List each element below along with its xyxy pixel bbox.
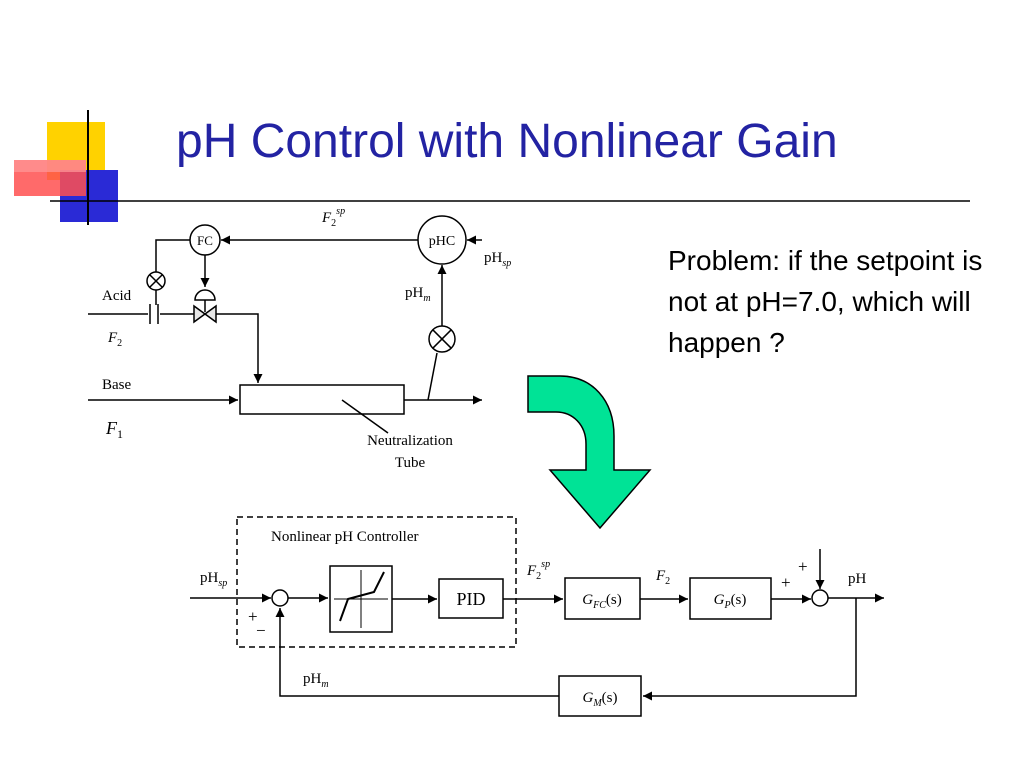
- f2sp-label-process: F2sp: [321, 206, 345, 229]
- gfc-label: GFC(s): [582, 592, 621, 611]
- controller-label: Nonlinear pH Controller: [271, 529, 418, 545]
- neutralization-tube: [239, 384, 405, 415]
- plus-sign-right: +: [781, 573, 791, 592]
- tube-label-line2: Tube: [395, 455, 426, 471]
- phsp-label-block: pHsp: [200, 570, 227, 589]
- controller-boundary: [236, 516, 517, 648]
- phm-label-block: pHm: [303, 671, 329, 690]
- base-label: Base: [102, 377, 132, 393]
- phc-label: pHC: [429, 234, 455, 249]
- nonlinear-gain-curve: [339, 571, 385, 622]
- gp-label: GP(s): [714, 592, 747, 611]
- block-diagram: [190, 516, 884, 717]
- ph-sensor-tap: [427, 352, 438, 401]
- process-diagram: [88, 215, 482, 434]
- gp-block: [689, 577, 772, 620]
- f2sp-label-block: F2sp: [526, 559, 550, 582]
- phm-label-process: pHm: [405, 285, 431, 304]
- problem-text: Problem: if the setpoint is not at pH=7.…: [668, 245, 983, 358]
- phsp-label-process: pHsp: [484, 250, 511, 269]
- feedback-to-sum: [275, 608, 559, 697]
- feedback-to-gm: [643, 598, 857, 701]
- summing-junction-right: [811, 589, 829, 607]
- transition-arrow: [527, 375, 652, 530]
- valve-actuator: [194, 289, 216, 301]
- gm-label: GM(s): [582, 690, 617, 709]
- f2-label-process: F2: [107, 330, 122, 349]
- control-valve: [193, 304, 217, 324]
- plus-sign-left: +: [248, 607, 258, 626]
- ph-output-label: pH: [848, 571, 867, 587]
- plus-sign-top: +: [798, 557, 808, 576]
- tube-callout: [341, 399, 389, 434]
- acid-line-3: [216, 313, 263, 383]
- deco-red-bar-light: [14, 160, 86, 172]
- pid-label: PID: [456, 589, 485, 609]
- fc-label: FC: [197, 233, 213, 248]
- f2-label-block: F2: [655, 568, 670, 587]
- minus-sign-left: −: [256, 621, 266, 640]
- tube-label-line1: Neutralization: [367, 433, 453, 449]
- gfc-block: [564, 577, 641, 620]
- pid-block: [438, 578, 504, 619]
- acid-label: Acid: [102, 288, 132, 304]
- fc-to-flow-sensor: [155, 239, 190, 272]
- summing-junction-left: [271, 589, 289, 607]
- slide-title: pH Control with Nonlinear Gain: [176, 115, 838, 168]
- f1-label: F1: [105, 418, 123, 441]
- gm-block: [558, 675, 642, 717]
